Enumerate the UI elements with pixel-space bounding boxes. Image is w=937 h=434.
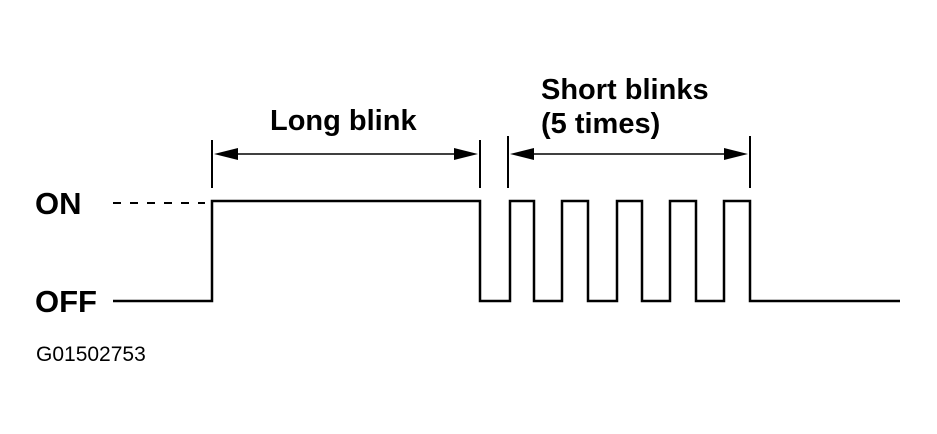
long-blink-label: Long blink xyxy=(270,105,417,137)
short-blinks-left-arrowhead xyxy=(510,148,534,160)
on-level-label: ON xyxy=(35,186,82,221)
short-blinks-right-arrowhead xyxy=(724,148,748,160)
off-level-label: OFF xyxy=(35,284,97,319)
signal-waveform xyxy=(113,199,900,303)
long-blink-left-arrowhead xyxy=(214,148,238,160)
short-blinks-label-line2: (5 times) xyxy=(541,108,660,140)
long-blink-right-arrowhead xyxy=(454,148,478,160)
figure-code: G01502753 xyxy=(36,343,146,366)
short-blinks-label-line1: Short blinks xyxy=(541,74,709,106)
